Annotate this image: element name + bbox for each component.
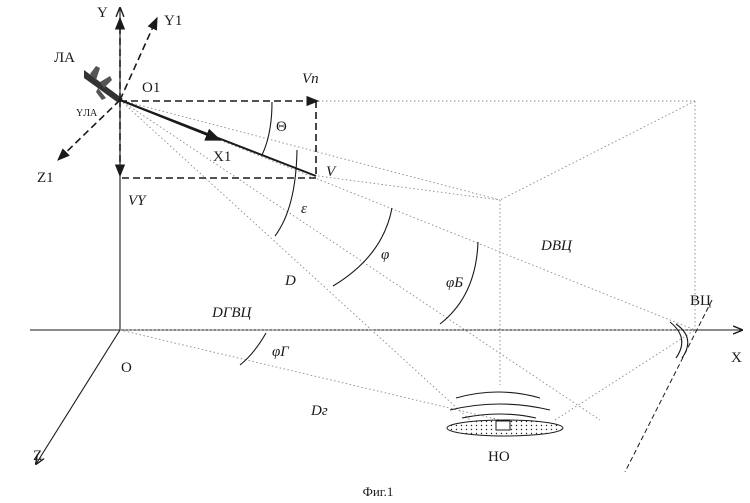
label-y-la: YЛА [76, 108, 98, 119]
target-no [446, 391, 564, 437]
label-vp: Vп [302, 71, 319, 87]
v-vector [119, 99, 317, 177]
label-z-axis: Z [33, 448, 42, 464]
z-axis-line [36, 329, 121, 464]
label-no: НО [488, 449, 510, 465]
label-phi: φ [381, 247, 389, 263]
label-epsilon: ε [301, 201, 307, 217]
epsilon-arc [274, 149, 298, 237]
aircraft-icon [84, 66, 123, 102]
phi-b-arc [439, 241, 479, 325]
construction-lines [119, 99, 696, 421]
z1-axis [57, 99, 121, 161]
phi-arc [332, 207, 393, 287]
label-x-axis: X [731, 350, 742, 366]
label-y-axis: Y [97, 5, 108, 21]
label-o: O [121, 360, 132, 376]
label-vc: ВЦ [690, 293, 711, 309]
phi-g-arc [239, 332, 267, 366]
y1-axis [119, 16, 158, 101]
vc-arc-inner [669, 321, 683, 359]
label-phi-b: φБ [446, 275, 463, 291]
label-phi-g: φГ [272, 344, 290, 360]
label-aircraft: ЛА [54, 50, 75, 66]
label-d-gvc: DГВЦ [211, 305, 253, 321]
label-z1-axis: Z1 [37, 170, 54, 186]
label-d-vc: DВЦ [540, 238, 573, 254]
label-theta: Θ [276, 119, 287, 135]
label-vy: VY [128, 193, 147, 209]
label-y1-axis: Y1 [164, 13, 182, 29]
label-x1-axis: X1 [213, 149, 231, 165]
vc-arc-outer [675, 323, 689, 359]
label-o1: O1 [142, 80, 160, 96]
vc-reference-line [624, 299, 713, 473]
label-d-g: Dг [310, 403, 328, 419]
label-d: D [284, 273, 296, 289]
figure-caption: Фиг.1 [363, 484, 394, 499]
label-v: V [326, 164, 337, 180]
theta-arc [261, 101, 273, 156]
